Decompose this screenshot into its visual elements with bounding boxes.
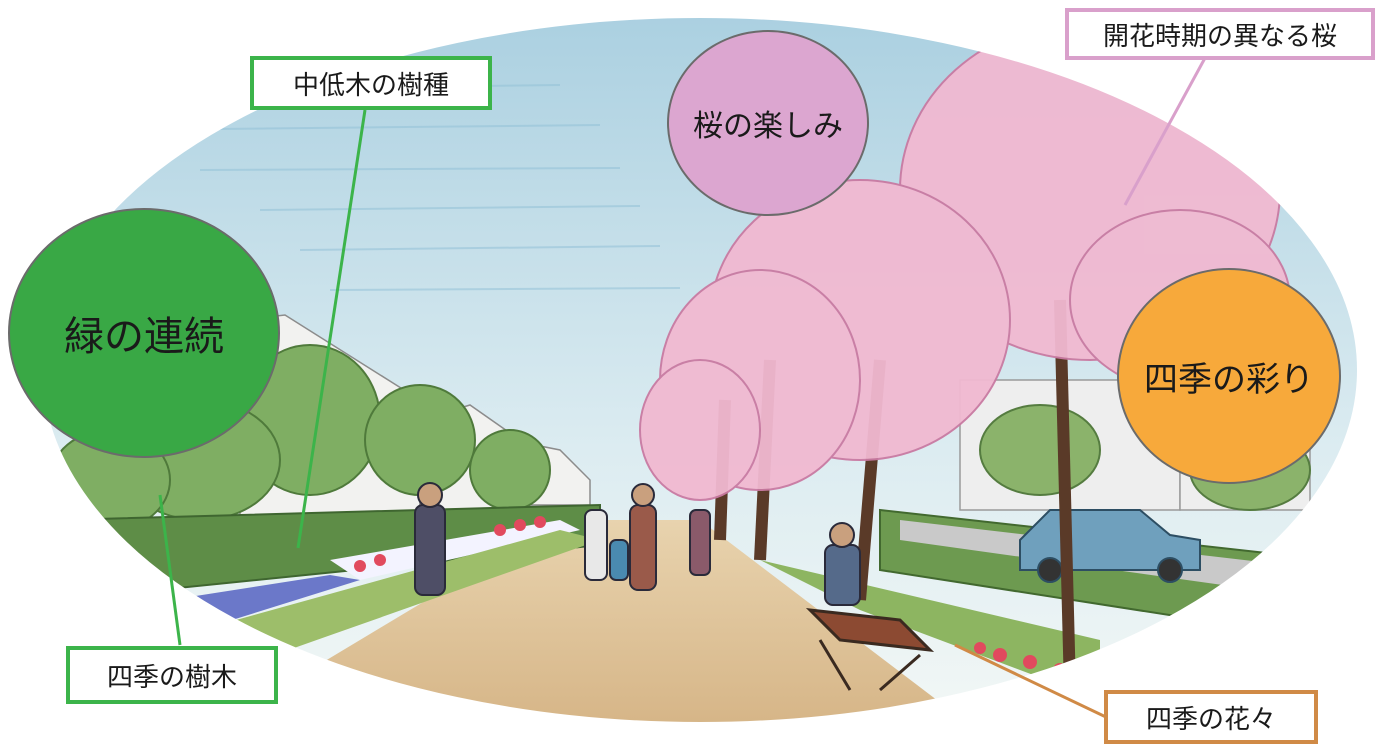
seasonal-colors-label: 四季の彩り (1144, 359, 1314, 400)
green-continuity-label: 緑の連続 (64, 314, 224, 360)
varied-sakura-label: 開花時期の異なる桜 (1065, 8, 1375, 60)
sakura-enjoyment-circle: 桜の楽しみ (667, 30, 869, 216)
seasonal-flowers-label: 四季の花々 (1104, 690, 1318, 744)
green-continuity-circle: 緑の連続 (8, 208, 280, 458)
shrub-species-label: 中低木の樹種 (250, 56, 492, 110)
varied-sakura-text: 開花時期の異なる桜 (1102, 21, 1337, 52)
bench (805, 608, 935, 692)
seasonal-flowers-text: 四季の花々 (1145, 704, 1276, 735)
lawn-left (200, 530, 600, 660)
shrub-species-text: 中低木の樹種 (292, 70, 449, 101)
sakura-enjoyment-label: 桜の楽しみ (693, 109, 843, 144)
callout-lines (158, 57, 1207, 720)
seasonal-colors-circle: 四季の彩り (1117, 268, 1341, 484)
seasonal-trees-text: 四季の樹木 (106, 662, 237, 693)
seasonal-trees-label: 四季の樹木 (66, 646, 278, 704)
people (414, 482, 861, 606)
